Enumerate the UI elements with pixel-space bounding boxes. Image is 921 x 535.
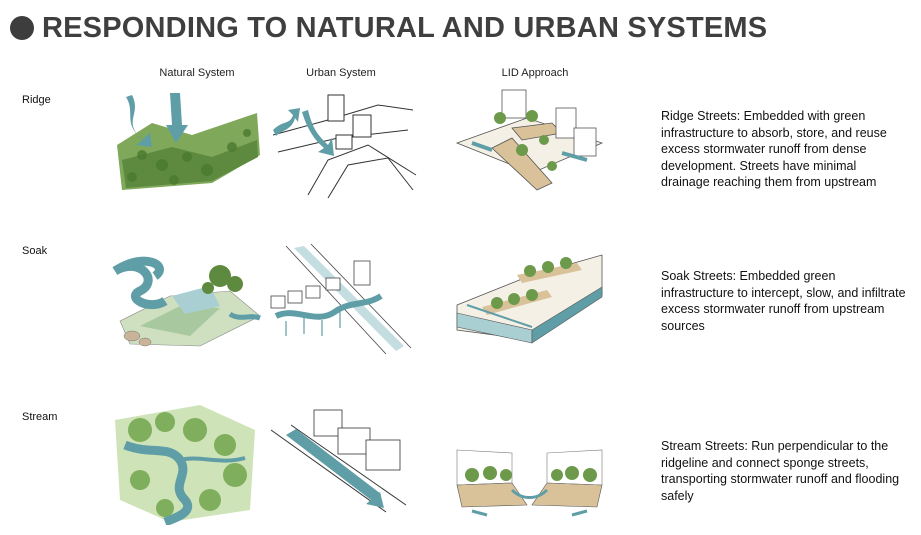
page-title: RESPONDING TO NATURAL AND URBAN SYSTEMS	[42, 11, 768, 44]
soak-lid-illustration	[452, 235, 607, 360]
page-header: RESPONDING TO NATURAL AND URBAN SYSTEMS	[10, 10, 767, 46]
row-label-soak: Soak	[22, 245, 48, 257]
row-label-stream: Stream	[22, 411, 58, 423]
column-header-natural: Natural System	[159, 67, 235, 79]
soak-description: Soak Streets: Embedded green infrastruct…	[661, 269, 906, 333]
ridge-natural-illustration	[112, 85, 262, 195]
stream-urban-illustration	[266, 400, 416, 515]
stream-lid-illustration	[452, 445, 607, 520]
column-header-lid: LID Approach	[501, 67, 569, 79]
column-header-urban: Urban System	[306, 67, 376, 79]
ridge-lid-illustration	[452, 88, 607, 198]
ridge-urban-illustration	[268, 90, 418, 200]
stream-natural-illustration	[110, 400, 260, 525]
ridge-description: Ridge Streets: Embedded with green infra…	[661, 109, 887, 189]
row-label-ridge: Ridge	[22, 94, 51, 106]
soak-natural-illustration	[110, 236, 265, 351]
soak-urban-illustration	[266, 236, 416, 356]
stream-description: Stream Streets: Run perpendicular to the…	[661, 439, 900, 503]
title-bullet-icon	[10, 16, 34, 40]
